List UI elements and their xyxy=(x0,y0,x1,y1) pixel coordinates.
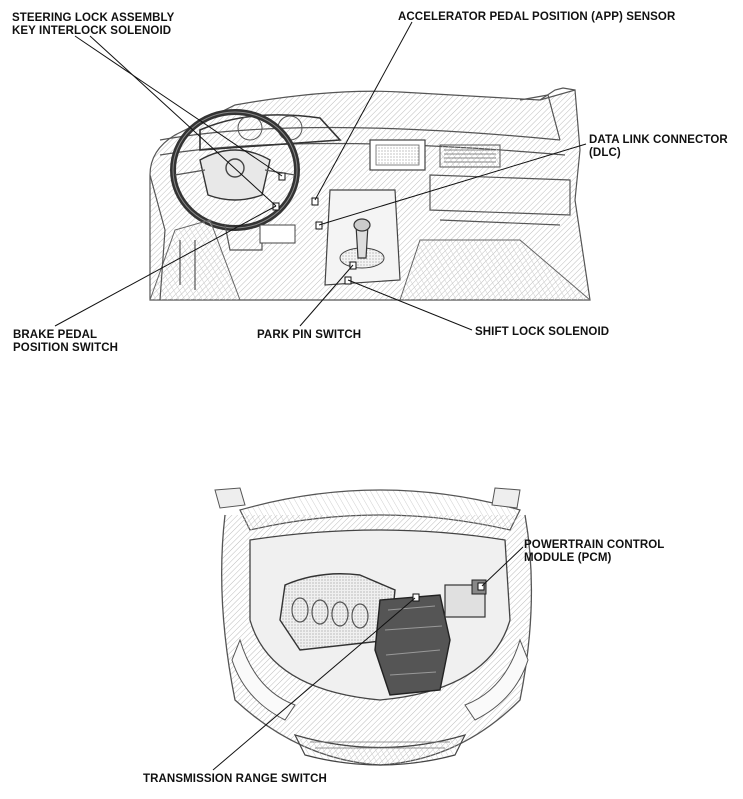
label-brake-pedal: BRAKE PEDAL POSITION SWITCH xyxy=(13,329,118,355)
label-pcm: POWERTRAIN CONTROL MODULE (PCM) xyxy=(524,539,664,565)
label-shift-lock: SHIFT LOCK SOLENOID xyxy=(475,326,609,339)
label-app-sensor: ACCELERATOR PEDAL POSITION (APP) SENSOR xyxy=(398,11,675,24)
label-dlc: DATA LINK CONNECTOR (DLC) xyxy=(589,134,728,160)
label-line: SHIFT LOCK SOLENOID xyxy=(475,326,610,338)
engine-bay-illustration xyxy=(214,487,533,766)
trans-range-marker xyxy=(412,593,420,602)
label-line: KEY INTERLOCK SOLENOID xyxy=(12,25,172,37)
label-line: DATA LINK CONNECTOR xyxy=(589,134,728,146)
pcm-marker xyxy=(477,582,485,591)
label-line: TRANSMISSION RANGE SWITCH xyxy=(143,773,327,785)
label-line: STEERING LOCK ASSEMBLY xyxy=(12,12,175,24)
label-line: POSITION SWITCH xyxy=(13,342,118,354)
label-steering-lock: STEERING LOCK ASSEMBLY KEY INTERLOCK SOL… xyxy=(12,12,174,38)
label-park-pin: PARK PIN SWITCH xyxy=(257,329,361,342)
label-line: BRAKE PEDAL xyxy=(13,329,98,341)
label-line: (DLC) xyxy=(589,147,621,159)
label-line: POWERTRAIN CONTROL xyxy=(524,539,665,551)
label-line: ACCELERATOR PEDAL POSITION (APP) SENSOR xyxy=(398,11,676,23)
key-interlock-marker xyxy=(278,172,286,181)
dlc-marker xyxy=(315,221,323,230)
label-line: PARK PIN SWITCH xyxy=(257,329,362,341)
label-trans-range: TRANSMISSION RANGE SWITCH xyxy=(143,773,327,786)
label-line: MODULE (PCM) xyxy=(524,552,612,564)
app-sensor-marker xyxy=(311,197,319,206)
